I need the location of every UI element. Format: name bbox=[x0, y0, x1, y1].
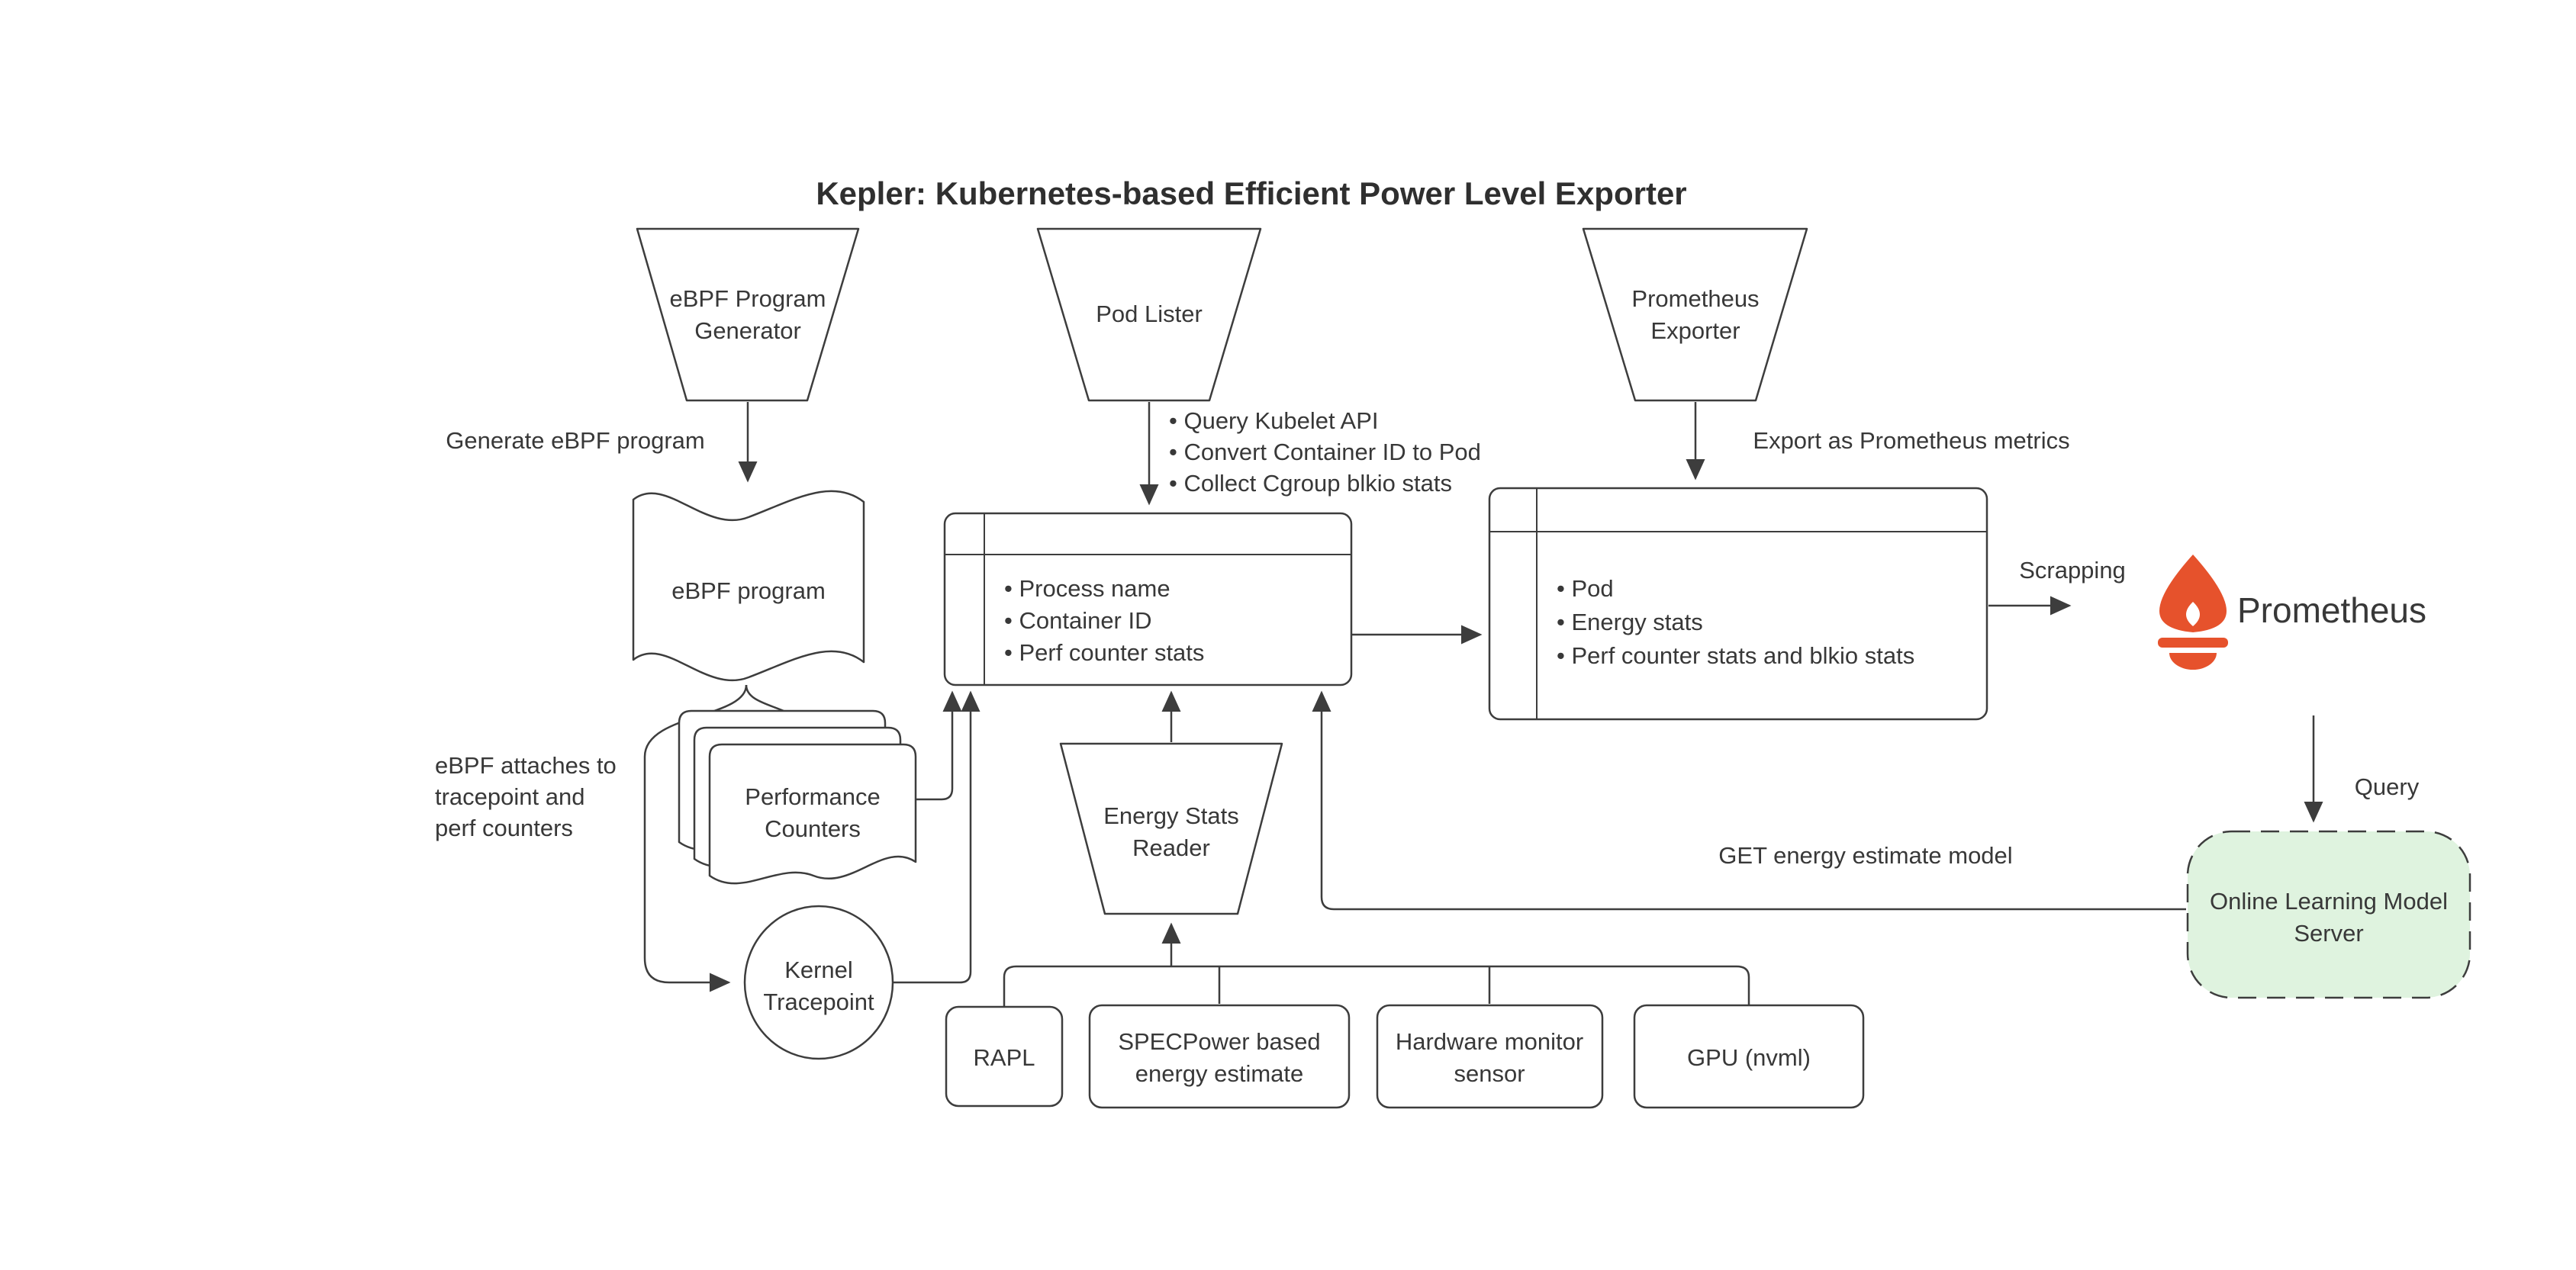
ebpf-program-node bbox=[632, 490, 865, 682]
kernel-tracepoint-label: Tracepoint bbox=[763, 989, 874, 1015]
process-stats-table-node bbox=[943, 512, 1353, 686]
rapl-label: RAPL bbox=[974, 1044, 1035, 1071]
connectors bbox=[643, 402, 2323, 1007]
prometheus-exporter-node bbox=[1582, 227, 1808, 402]
ebpf-program-label: eBPF program bbox=[671, 577, 826, 604]
gpu-node bbox=[1633, 1004, 1865, 1109]
pod-stats-table-node bbox=[1488, 487, 1988, 721]
prometheus-wordmark: Prometheus bbox=[2237, 590, 2426, 630]
ebpf-attaches-label: eBPF attaches to bbox=[435, 752, 617, 779]
specpower-node bbox=[1088, 1004, 1351, 1109]
export-metrics-label: Export as Prometheus metrics bbox=[1753, 427, 2069, 454]
performance-counters-label: Counters bbox=[765, 815, 861, 842]
hardware-monitor-label: Hardware monitor bbox=[1396, 1028, 1583, 1055]
performance-counters-label: Performance bbox=[745, 783, 880, 810]
ebpf-attaches-label: tracepoint and bbox=[435, 783, 584, 810]
pod-stats-item: • Pod bbox=[1557, 575, 1614, 602]
query-label: Query bbox=[2355, 773, 2420, 800]
edge-tracepoint-to-table bbox=[893, 690, 980, 984]
pod-stats-item: • Energy stats bbox=[1557, 609, 1703, 635]
energy-stats-reader-label: Energy Stats bbox=[1103, 802, 1238, 829]
edge-counters-to-table bbox=[916, 690, 962, 801]
rapl-node bbox=[945, 1005, 1064, 1108]
edge-sensor-bus bbox=[1003, 965, 1750, 1007]
energy-stats-reader-label: Reader bbox=[1132, 834, 1210, 861]
online-learning-model-server-label: Online Learning Model bbox=[2210, 888, 2448, 915]
pod-lister-note: • Convert Container ID to Pod bbox=[1169, 439, 1481, 465]
pod-lister-note: • Collect Cgroup blkio stats bbox=[1169, 470, 1452, 497]
prometheus-logo: Prometheus bbox=[2158, 555, 2426, 670]
process-stats-item: • Process name bbox=[1004, 575, 1170, 602]
get-model-label: GET energy estimate model bbox=[1718, 842, 2012, 869]
diagram-title: Kepler: Kubernetes-based Efficient Power… bbox=[816, 175, 1686, 211]
prometheus-torch-bar bbox=[2158, 638, 2228, 648]
online-learning-model-server-label: Server bbox=[2294, 920, 2363, 947]
prometheus-exporter-label: Exporter bbox=[1650, 317, 1740, 344]
kernel-tracepoint-label: Kernel bbox=[784, 957, 853, 983]
ebpf-program-generator-node bbox=[636, 227, 860, 402]
specpower-label: energy estimate bbox=[1135, 1060, 1304, 1087]
generate-ebpf-program-label: Generate eBPF program bbox=[446, 427, 704, 454]
process-stats-item: • Container ID bbox=[1004, 607, 1152, 634]
kernel-tracepoint-node bbox=[743, 905, 894, 1060]
pod-lister-label: Pod Lister bbox=[1096, 301, 1203, 327]
edge-modelserver-to-table bbox=[1312, 690, 2186, 911]
edge-program-to-tracepoint bbox=[643, 684, 748, 992]
process-stats-item: • Perf counter stats bbox=[1004, 639, 1204, 666]
prometheus-exporter-label: Prometheus bbox=[1631, 285, 1759, 312]
ebpf-attaches-label: perf counters bbox=[435, 815, 573, 841]
online-learning-model-server-node bbox=[2186, 830, 2471, 999]
scrapping-label: Scrapping bbox=[2019, 557, 2126, 584]
hardware-monitor-node bbox=[1376, 1004, 1604, 1109]
pod-lister-node bbox=[1036, 227, 1262, 402]
prometheus-flame-icon bbox=[2159, 555, 2227, 632]
performance-counters-node bbox=[678, 709, 917, 885]
ebpf-program-generator-label: eBPF Program bbox=[669, 285, 826, 312]
gpu-label: GPU (nvml) bbox=[1687, 1044, 1811, 1071]
energy-stats-reader-node bbox=[1059, 742, 1283, 915]
prometheus-torch-base bbox=[2169, 653, 2217, 670]
prometheus-flame-inner bbox=[2186, 602, 2200, 626]
specpower-label: SPECPower based bbox=[1118, 1028, 1320, 1055]
pod-stats-item: • Perf counter stats and blkio stats bbox=[1557, 642, 1914, 669]
ebpf-program-generator-label: Generator bbox=[694, 317, 801, 344]
pod-lister-note: • Query Kubelet API bbox=[1169, 407, 1379, 434]
hardware-monitor-label: sensor bbox=[1454, 1060, 1525, 1087]
